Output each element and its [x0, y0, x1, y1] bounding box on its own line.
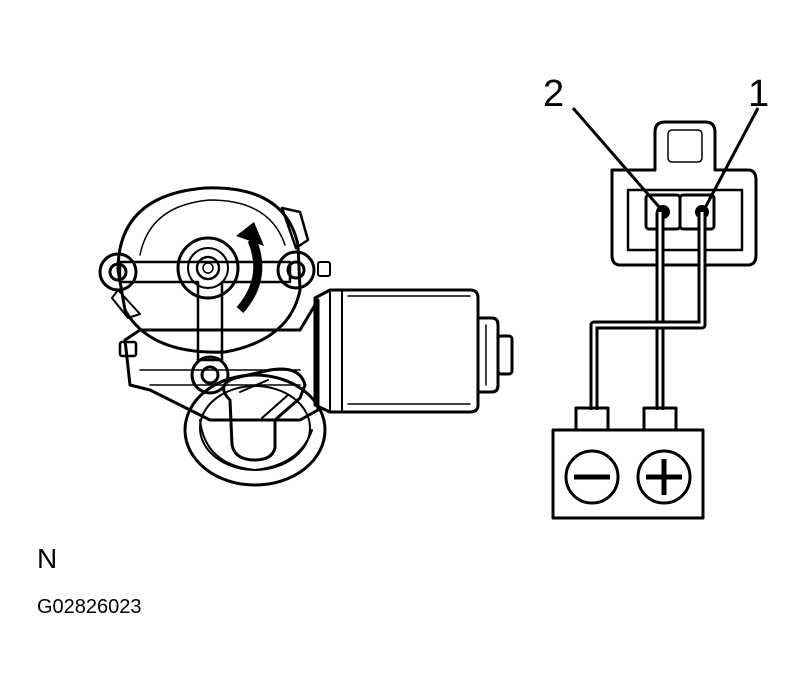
- motor-body: [313, 288, 514, 414]
- terminal-2-leader: [571, 107, 662, 209]
- motor-assembly: [98, 186, 514, 487]
- mounting-hole-bottom: [190, 355, 230, 395]
- mounting-hole-left: [98, 252, 138, 292]
- direction-label: N: [37, 543, 57, 574]
- output-shaft: [176, 236, 240, 300]
- connector: [610, 120, 758, 267]
- mounting-hole-right: [276, 250, 331, 290]
- plus-icon: [636, 449, 692, 505]
- mounting-bracket: [118, 260, 292, 362]
- gear-cover: [111, 186, 310, 354]
- battery: [551, 406, 705, 520]
- terminal-1-leader: [703, 107, 760, 209]
- minus-icon: [564, 449, 620, 505]
- terminal-2-label: 2: [543, 73, 564, 115]
- harness-elbow: [222, 367, 307, 462]
- wire-terminal-1-to-negative: [589, 212, 707, 410]
- curved-arrow-icon: [236, 222, 264, 313]
- terminal-1-label: 1: [748, 73, 769, 115]
- figure-code: G02826023: [37, 596, 142, 618]
